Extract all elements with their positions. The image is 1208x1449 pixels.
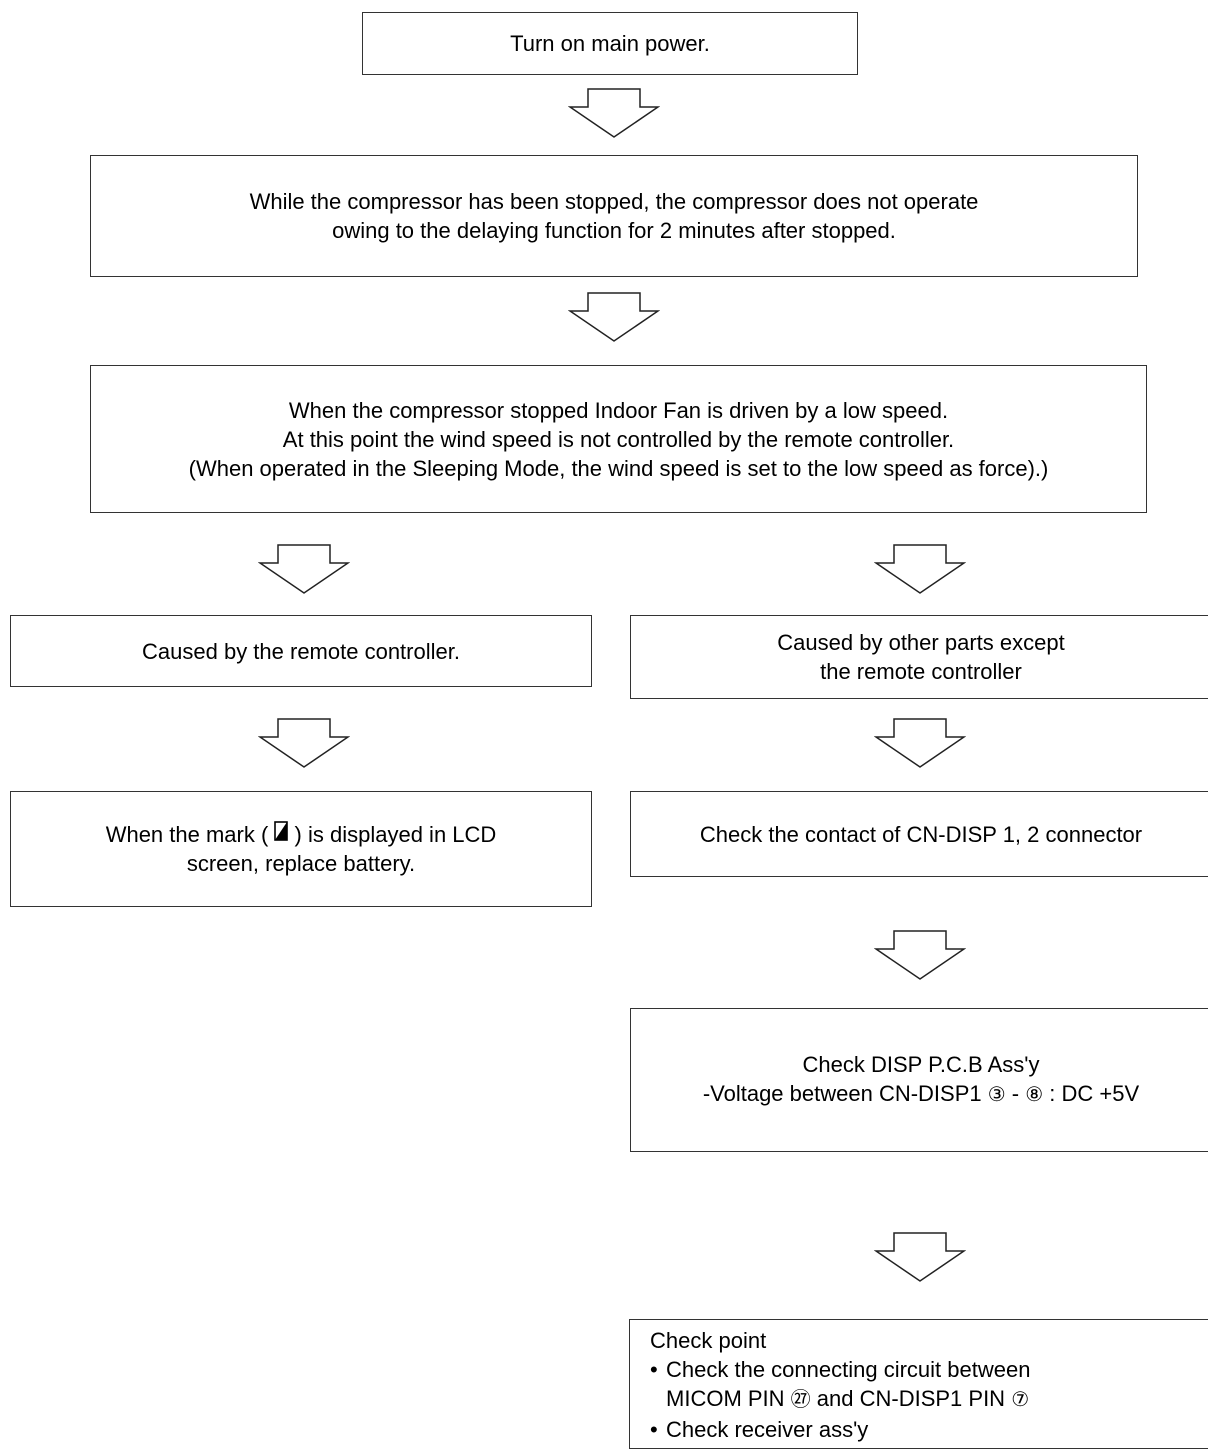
step-turn-on-power: Turn on main power. [362,12,858,75]
check-disp-pcb-step: Check DISP P.C.B Ass'y -Voltage between … [630,1008,1208,1152]
pin-8-label: ⑧ [1025,1084,1044,1106]
check-point-item-2: • Check receiver ass'y [650,1415,1208,1444]
replace-battery-line1: When the mark ( ) is displayed in LCD [105,819,497,849]
step-indoor-fan-line2: At this point the wind speed is not cont… [282,426,955,452]
check-connector-text: Check the contact of CN-DISP 1, 2 connec… [699,821,1143,847]
check-point-item-2-text: Check receiver ass'y [666,1417,869,1442]
bullet-icon: • [650,1417,658,1442]
voltage-label: -Voltage between CN-DISP1 [702,1081,988,1106]
check-connector-step: Check the contact of CN-DISP 1, 2 connec… [630,791,1208,877]
voltage-value: : DC +5V [1043,1081,1140,1106]
step-indoor-fan: When the compressor stopped Indoor Fan i… [90,365,1147,513]
pin-3-label: ③ [987,1084,1006,1106]
cause-other-parts-line1: Caused by other parts except [777,630,1065,655]
arrow-down-icon [874,930,966,980]
replace-battery-line1-pre: When the mark ( [105,822,269,847]
micom-pin-label: MICOM PIN [666,1386,791,1411]
replace-battery-line2: screen, replace battery. [186,851,416,876]
step-indoor-fan-line3: (When operated in the Sleeping Mode, the… [188,455,1049,481]
disp-pin-label: and CN-DISP1 PIN [810,1386,1012,1411]
arrow-down-icon [258,544,350,594]
battery-icon [274,819,289,848]
pin-separator: - [1005,1081,1026,1106]
cause-remote-controller: Caused by the remote controller. [10,615,592,687]
step-indoor-fan-line1: When the compressor stopped Indoor Fan i… [288,397,949,423]
check-point-item-1-line1: Check the connecting circuit between [666,1357,1031,1382]
check-point-box: Check point • Check the connecting circui… [629,1319,1208,1449]
cause-other-parts: Caused by other parts except the remote … [630,615,1208,699]
step-compressor-delay-line2: owing to the delaying function for 2 min… [332,218,896,243]
check-point-item-1-line2: MICOM PIN ㉗ and CN-DISP1 PIN ⑦ [650,1384,1208,1415]
replace-battery-step: When the mark ( ) is displayed in LCD sc… [10,791,592,907]
arrow-down-icon [258,718,350,768]
arrow-down-icon [568,88,660,138]
check-point-item-1: • Check the connecting circuit between [650,1355,1208,1384]
cause-remote-controller-text: Caused by the remote controller. [142,638,460,664]
cause-other-parts-line2: the remote controller [820,659,1022,684]
arrow-down-icon [874,1232,966,1282]
arrow-down-icon [874,718,966,768]
step-turn-on-power-text: Turn on main power. [510,31,710,56]
replace-battery-line1-post: ) is displayed in LCD [294,822,497,847]
arrow-down-icon [568,292,660,342]
pin-27-label: ㉗ [790,1389,811,1411]
check-disp-pcb-line2: -Voltage between CN-DISP1 ③ - ⑧ : DC +5V [703,1079,1139,1110]
check-disp-pcb-line1: Check DISP P.C.B Ass'y [802,1052,1040,1077]
arrow-down-icon [874,544,966,594]
bullet-icon: • [650,1357,658,1382]
step-compressor-delay-line1: While the compressor has been stopped, t… [249,189,979,214]
check-point-title: Check point [650,1328,767,1353]
pin-7-label: ⑦ [1011,1389,1030,1411]
step-compressor-delay: While the compressor has been stopped, t… [90,155,1138,277]
